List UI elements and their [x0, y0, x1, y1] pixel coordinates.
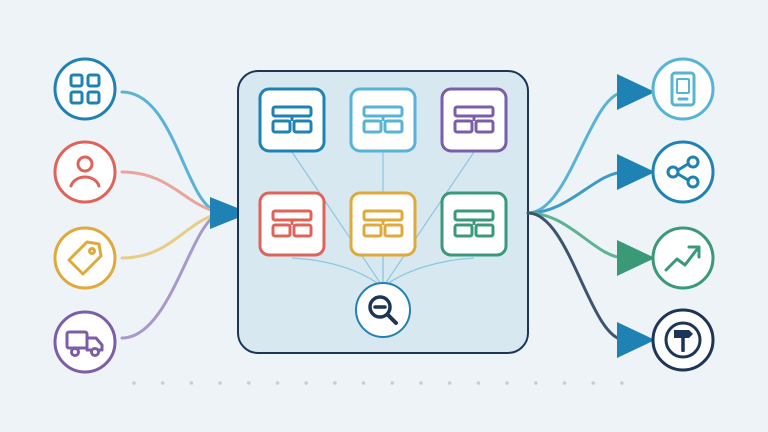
divider-dot	[275, 381, 280, 385]
output-arrow-icon	[617, 154, 655, 190]
signpost-icon	[651, 308, 715, 372]
input-connectors	[120, 90, 220, 340]
output-arrow-icon	[617, 74, 655, 110]
price-tag-icon	[53, 226, 117, 290]
dotted-divider	[132, 381, 624, 385]
divider-dot	[534, 381, 538, 385]
connector-line	[120, 90, 220, 214]
delivery-truck-icon	[53, 310, 117, 374]
divider-dot	[160, 381, 165, 385]
connector-line	[120, 212, 220, 340]
divider-dot	[333, 381, 337, 385]
share-network-icon	[651, 140, 715, 204]
connector-line	[120, 212, 220, 260]
module-grid	[258, 87, 508, 257]
search-zoom-icon	[355, 282, 411, 338]
divider-dot	[390, 381, 395, 385]
connector-line	[382, 151, 475, 288]
module-block-gold	[349, 191, 417, 257]
output-arrow-icon	[617, 322, 655, 358]
module-block-purple	[440, 87, 508, 153]
divider-dot	[476, 381, 481, 385]
user-icon	[53, 140, 117, 204]
module-block-red	[258, 191, 326, 257]
output-arrow-icon	[617, 240, 655, 276]
divider-dot	[620, 381, 624, 385]
connector-line	[120, 170, 220, 214]
output-connectors	[526, 90, 627, 342]
divider-dot	[247, 381, 251, 385]
connector-line	[526, 211, 627, 260]
divider-dot	[218, 381, 222, 385]
grid-apps-icon	[53, 57, 117, 121]
divider-dot	[304, 381, 309, 385]
connector-line	[382, 257, 475, 288]
module-block-blue	[258, 87, 326, 153]
divider-dot	[562, 381, 567, 385]
module-connectors	[291, 151, 475, 288]
module-block-light-blue	[349, 87, 417, 153]
divider-dot	[419, 381, 423, 385]
divider-dot	[447, 381, 452, 385]
divider-dot	[189, 381, 194, 385]
connector-line	[526, 170, 627, 215]
input-arrow-icon	[210, 197, 250, 229]
module-block-green	[440, 191, 508, 257]
divider-dot	[591, 381, 595, 385]
connector-line	[526, 90, 627, 215]
connector-line	[526, 211, 627, 342]
connector-line	[291, 151, 384, 288]
divider-dot	[361, 381, 366, 385]
tablet-device-icon	[651, 57, 715, 121]
connector-line	[291, 257, 384, 288]
trending-up-icon	[651, 226, 715, 290]
divider-dot	[132, 381, 136, 385]
divider-dot	[505, 381, 509, 385]
